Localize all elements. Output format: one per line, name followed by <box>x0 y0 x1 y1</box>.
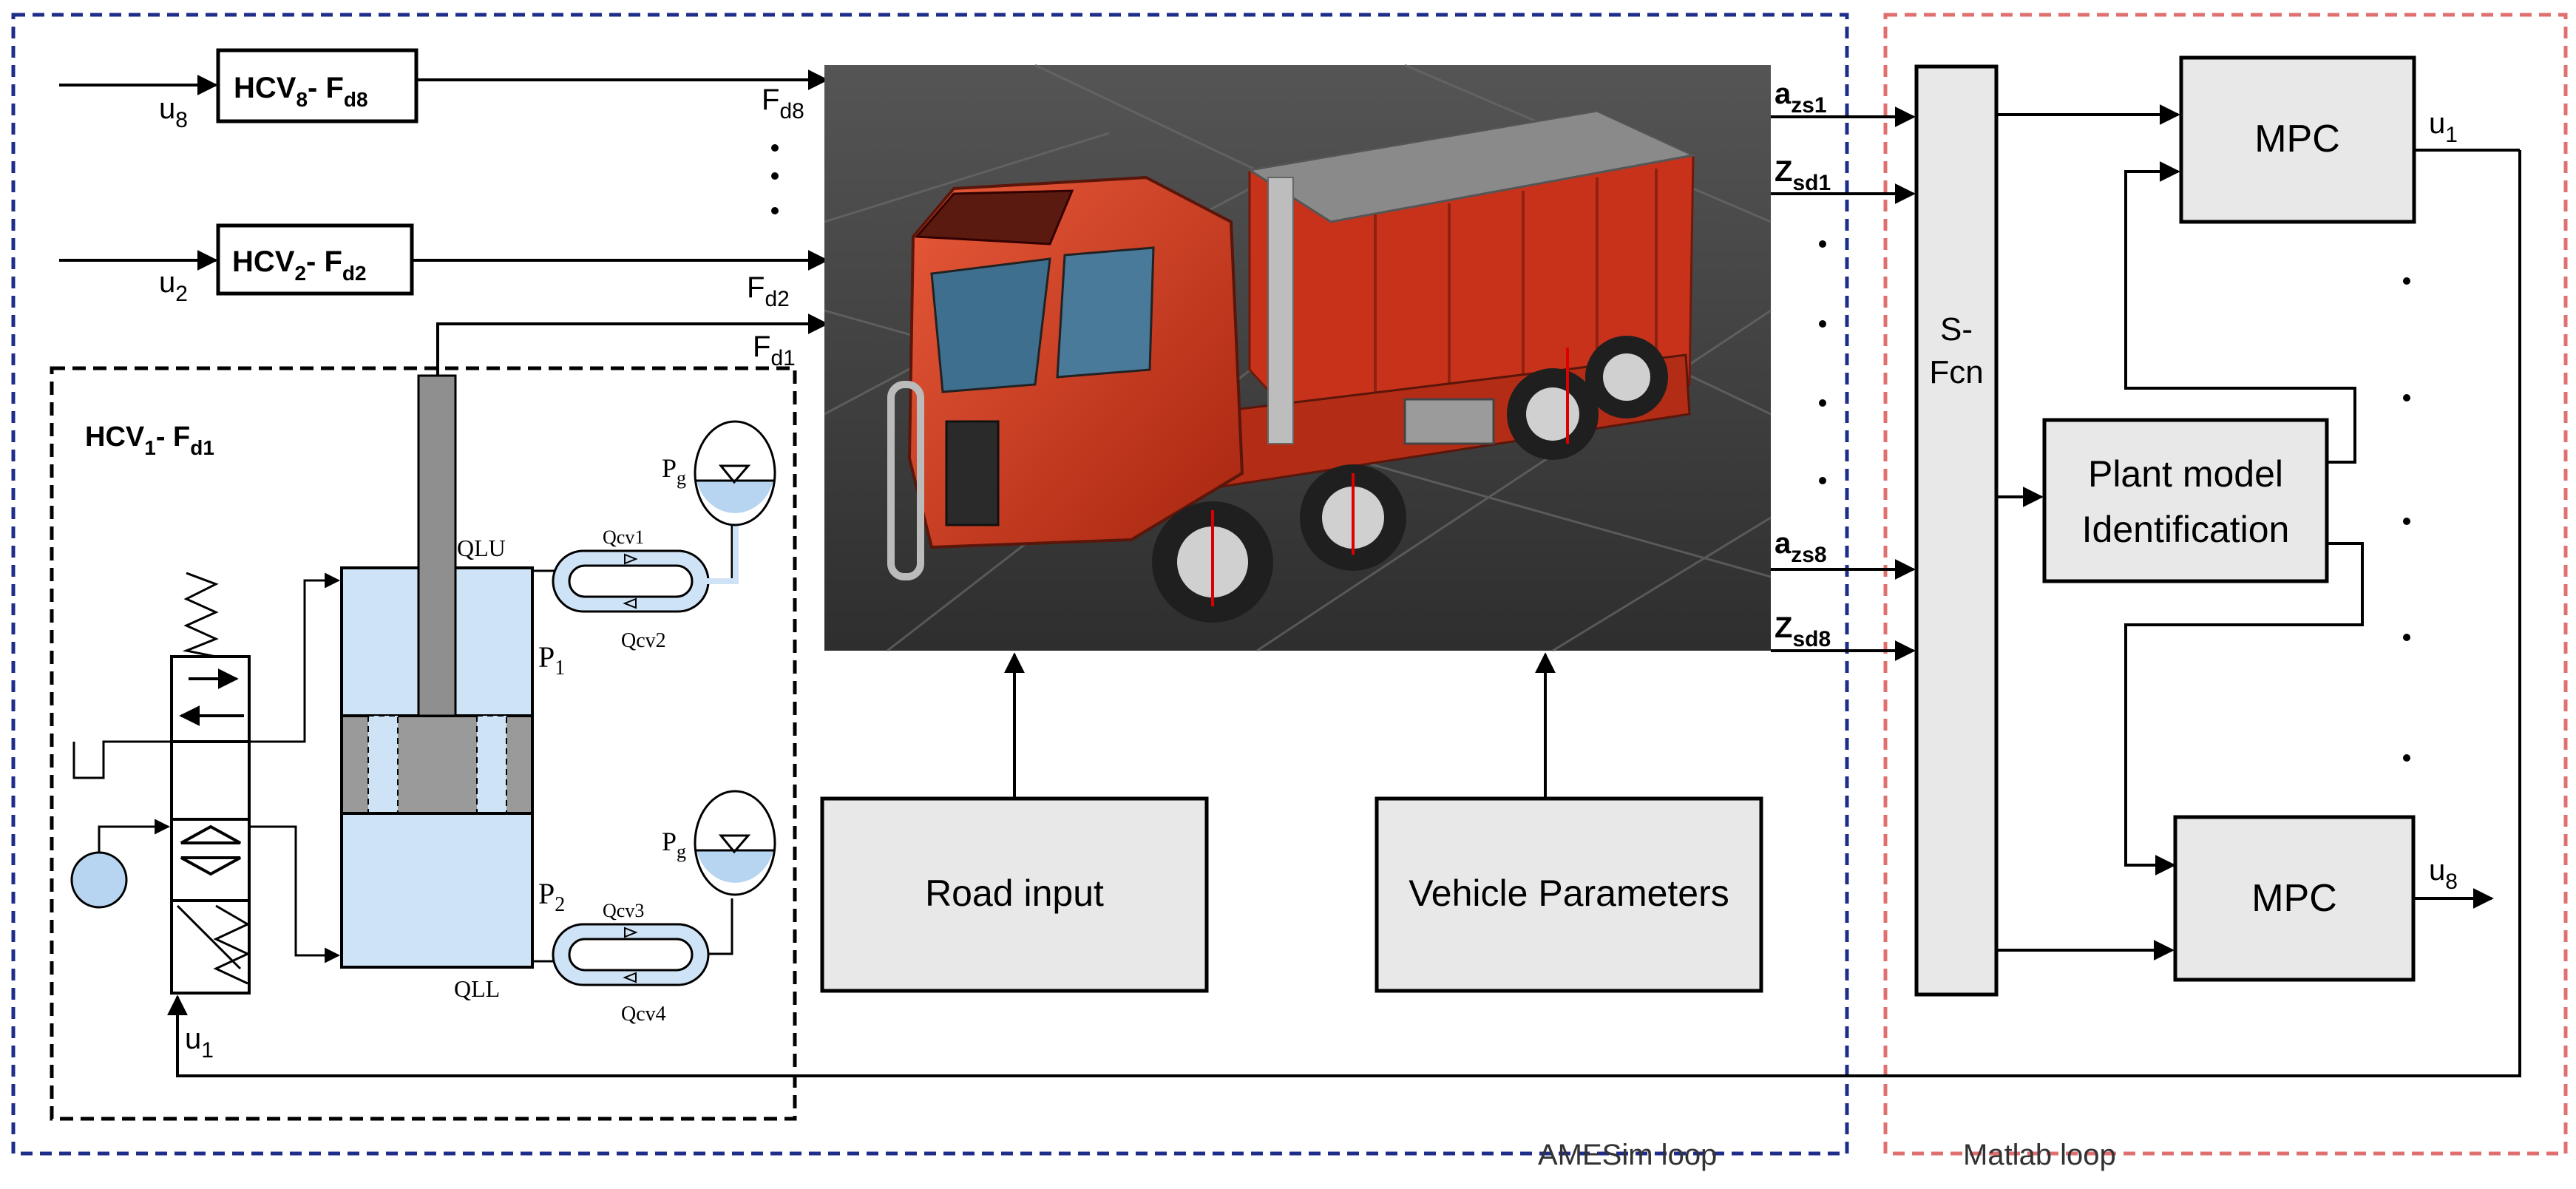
check-valve-loop-bottom <box>532 898 733 986</box>
fd1-wire <box>436 314 829 376</box>
mpc-top-block <box>2179 55 2416 224</box>
vehicle-parameters-block <box>1375 796 1763 993</box>
qcv3-label: Qcv3 <box>603 900 644 921</box>
ellipsis-dot <box>2403 754 2410 762</box>
u8-output-label: u8 <box>2429 854 2458 894</box>
fd1-label: Fd1 <box>753 331 796 370</box>
qll-label: QLL <box>454 975 500 1002</box>
amesim-loop-frame <box>11 13 1849 1156</box>
directional-valve <box>70 572 341 995</box>
hcv2-label: HCV2- Fd2 <box>232 245 367 285</box>
plant-model-block <box>2042 418 2329 583</box>
azs1-label: azs1 <box>1775 78 1827 118</box>
plant-to-mpc-top-wire <box>2124 161 2356 464</box>
qcv4-label: Qcv4 <box>621 1003 666 1026</box>
azs8-label: azs8 <box>1775 527 1827 567</box>
qlu-label: QLU <box>457 535 506 561</box>
dump-truck-icon <box>824 64 1772 652</box>
accumulator-bottom <box>694 790 776 896</box>
road-input-label: Road input <box>925 873 1104 914</box>
ellipsis-dot <box>2403 518 2410 525</box>
ellipsis-dot <box>2403 277 2410 285</box>
u2-label: u2 <box>159 266 188 306</box>
mpc-top-label: MPC <box>2254 118 2340 160</box>
zsd1-label: Zsd1 <box>1775 155 1831 195</box>
p1-label: P1 <box>538 640 565 680</box>
ellipsis-dot <box>2403 394 2410 402</box>
fd8-label: Fd8 <box>762 84 804 123</box>
pg-top-label: Pg <box>662 453 686 489</box>
hydraulic-cylinder <box>340 374 534 969</box>
accumulator-top <box>694 420 776 526</box>
hcv8-block <box>216 48 418 123</box>
u1-feedback-wire <box>167 150 2521 1077</box>
qcv1-label: Qcv1 <box>603 526 644 548</box>
ellipsis-dot <box>1819 320 1826 328</box>
u8-label: u8 <box>159 92 188 132</box>
s-fcn-block <box>1914 64 1999 997</box>
ellipsis-dot <box>1819 477 1826 484</box>
ellipsis-dot <box>771 172 779 180</box>
p2-label: P2 <box>538 877 565 916</box>
matlab-loop-frame <box>1883 13 2568 1156</box>
check-valve-loop-top <box>532 510 739 613</box>
s-fcn-label: S-Fcn <box>1929 311 1983 390</box>
ellipsis-dot <box>2403 634 2410 641</box>
ellipsis-dot <box>771 144 779 152</box>
matlab-loop-label: Matlab loop <box>1963 1139 2116 1171</box>
u1-output-label: u1 <box>2429 107 2458 147</box>
u1-input-label: u1 <box>185 1023 214 1063</box>
ellipsis-dot <box>771 207 779 214</box>
qcv2-label: Qcv2 <box>621 629 666 652</box>
pg-bottom-label: Pg <box>662 827 686 862</box>
hcv1-title: HCV1- Fd1 <box>85 421 214 459</box>
amesim-loop-label: AMESim loop <box>1538 1139 1717 1171</box>
vehicle-parameters-label: Vehicle Parameters <box>1409 873 1729 914</box>
plant-to-mpc-bottom-wire <box>2124 542 2364 875</box>
zsd8-label: Zsd8 <box>1775 612 1831 651</box>
fd2-label: Fd2 <box>747 271 790 311</box>
mpc-bottom-label: MPC <box>2251 877 2337 920</box>
ellipsis-dot <box>1819 399 1826 407</box>
ellipsis-dot <box>1819 240 1826 248</box>
hcv1-detail-frame <box>50 366 797 1121</box>
road-input-block <box>820 796 1209 993</box>
hcv8-label: HCV8- Fd8 <box>234 72 368 111</box>
hcv2-block <box>216 223 414 296</box>
